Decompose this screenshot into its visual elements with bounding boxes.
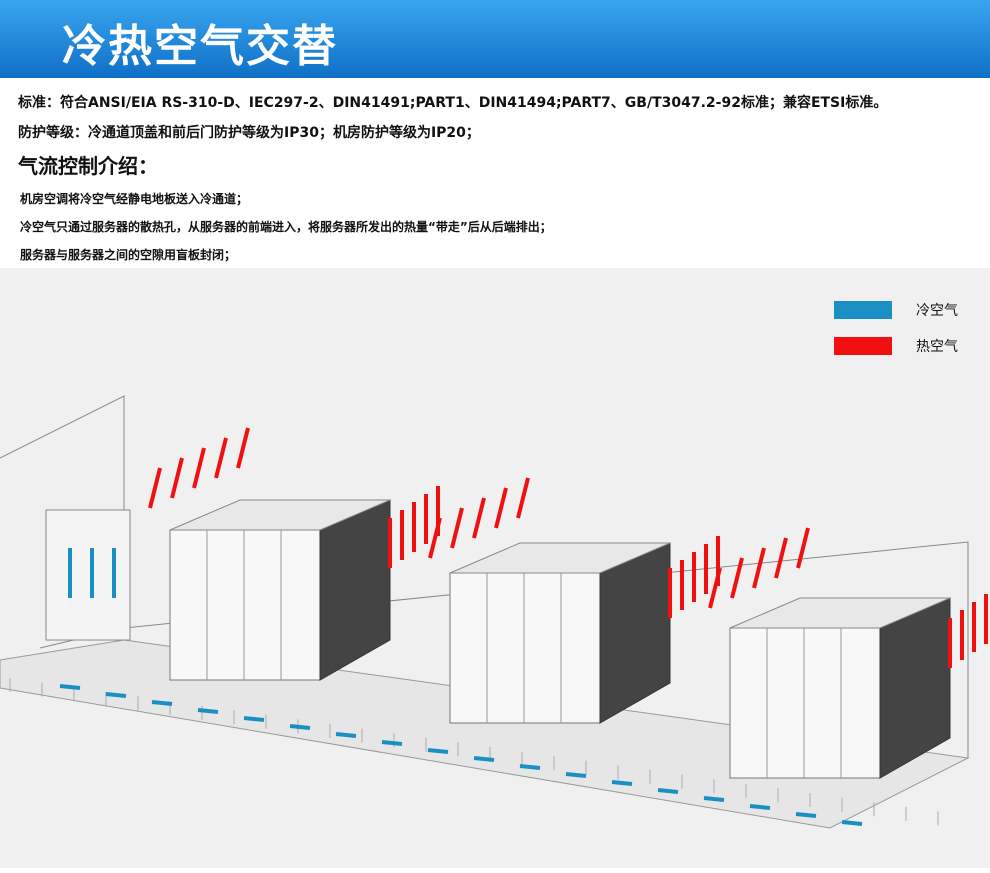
cold-air-arrow	[519, 764, 541, 770]
cold-air-arrow	[59, 684, 81, 690]
rack-row-top	[449, 542, 671, 574]
airflow-item: 冷空气只通过服务器的散热孔，从服务器的前端进入，将服务器所发出的热量“带走”后从…	[20, 220, 552, 234]
cold-air-arrow	[105, 692, 127, 698]
hot-air-arrow	[708, 567, 722, 609]
hot-air-arrow	[516, 477, 530, 519]
cold-air-arrow	[335, 732, 357, 738]
legend-label: 热空气	[916, 339, 958, 355]
hot-air-arrow	[450, 507, 464, 549]
cold-air-arrow	[427, 748, 449, 754]
cold-air-arrow	[289, 724, 311, 730]
protection-text: 防护等级：冷通道顶盖和前后门防护等级为IP30；机房防护等级为IP20；	[18, 125, 480, 141]
cold-air-arrow	[197, 708, 219, 714]
airflow-item: 服务器与服务器之间的空隙用盲板封闭；	[20, 248, 237, 262]
hot-air-arrow	[752, 547, 766, 589]
hot-air-arrow	[148, 467, 162, 509]
cold-air-arrow	[243, 716, 265, 722]
hot-air-arrow	[170, 457, 184, 499]
legend-hot: 热空气	[834, 336, 958, 356]
hot-air-arrow	[428, 517, 442, 559]
cold-air-arrow	[657, 788, 679, 794]
hot-air-arrow	[730, 557, 744, 599]
raised-floor	[0, 639, 970, 829]
cold-air-arrow	[703, 796, 725, 802]
cold-air-arrow	[151, 700, 173, 706]
cold-air-arrow	[565, 772, 587, 778]
legend-cold: 冷空气	[834, 300, 958, 320]
airflow-item: 机房空调将冷空气经静电地板送入冷通道；	[20, 192, 249, 206]
standard-text: 标准：符合ANSI/EIA RS-310-D、IEC297-2、DIN41491…	[18, 95, 888, 111]
cold-air-swatch	[834, 301, 892, 319]
page-title: 冷热空气交替	[62, 21, 338, 72]
legend-label: 冷空气	[916, 303, 958, 319]
rack-row-side	[599, 542, 671, 724]
data-center-illustration	[0, 395, 988, 829]
rack-row-front	[169, 529, 321, 681]
rack-row-side	[319, 499, 391, 681]
hot-air-arrow	[192, 447, 206, 489]
cold-air-arrow	[473, 756, 495, 762]
cold-air-arrow	[795, 812, 817, 818]
cold-air-arrow	[611, 780, 633, 786]
rack-row-top	[729, 597, 951, 629]
hot-air-arrow	[472, 497, 486, 539]
hot-air-arrow	[236, 427, 250, 469]
rack-row-side	[879, 597, 951, 779]
hot-air-arrow	[796, 527, 810, 569]
rack-row-top	[169, 499, 391, 531]
cold-air-arrow	[841, 820, 863, 826]
cold-air-arrow	[381, 740, 403, 746]
hot-air-arrow	[774, 537, 788, 579]
airflow-diagram: 冷空气 热空气	[0, 268, 990, 868]
header-banner: 冷热空气交替	[0, 0, 990, 78]
rack-row-front	[449, 572, 601, 724]
hot-air-arrow	[494, 487, 508, 529]
air-conditioner-unit	[45, 509, 131, 641]
hot-air-swatch	[834, 337, 892, 355]
hot-air-arrow	[214, 437, 228, 479]
airflow-title: 气流控制介绍：	[18, 154, 158, 178]
rack-row-front	[729, 627, 881, 779]
cold-air-arrow	[749, 804, 771, 810]
